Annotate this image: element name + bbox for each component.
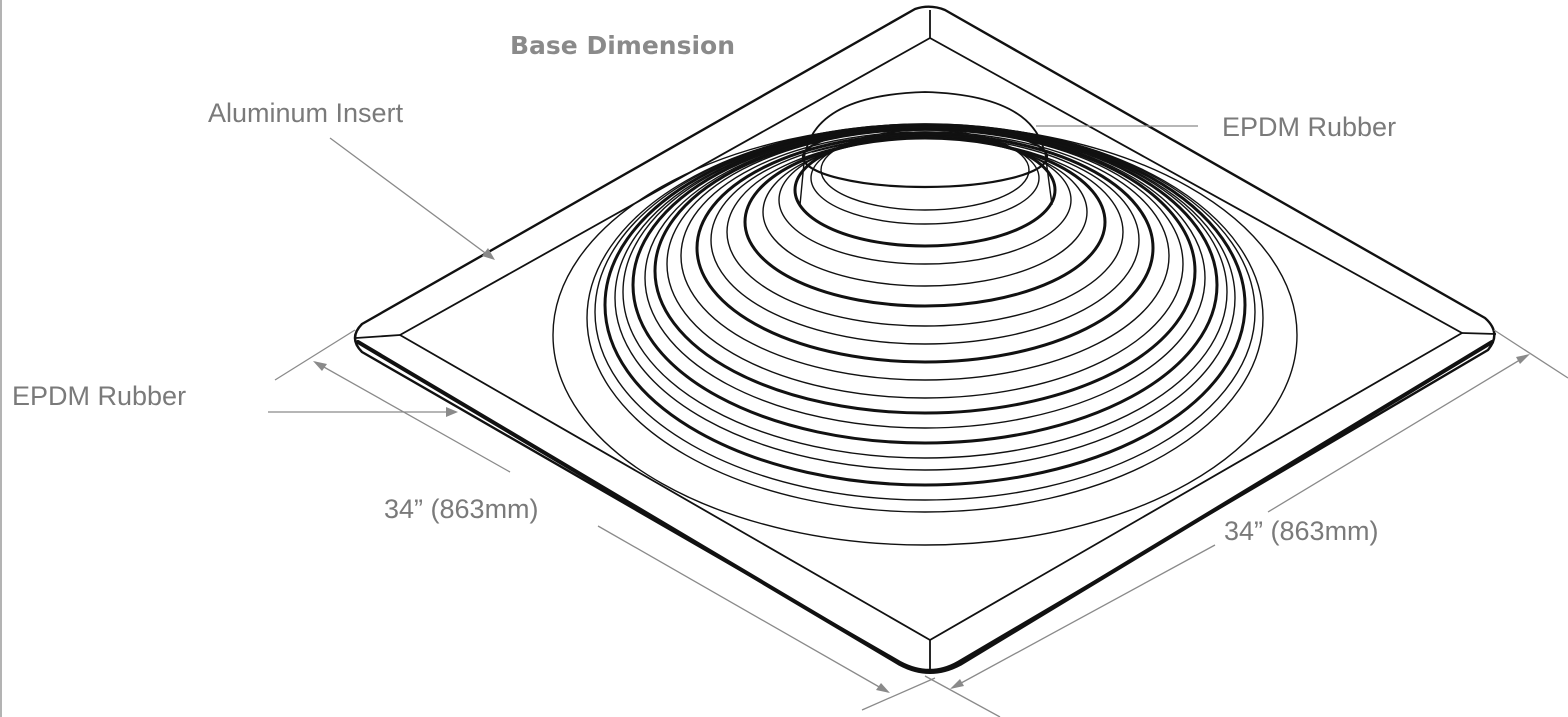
cone-side-right [1044, 151, 1053, 206]
cone-top-dome [805, 91, 1045, 151]
corner-seam-left [355, 334, 401, 339]
cone-ring [603, 123, 1247, 487]
base-plate-bottom-thick-edge [356, 340, 1494, 674]
dim-left-extension-bottom [861, 677, 936, 711]
aluminum-insert-leader [329, 137, 493, 259]
cone-rings [552, 91, 1298, 546]
cone-ring [726, 137, 1124, 327]
cone-ring [810, 131, 1040, 225]
arrowhead-epdm-left [446, 407, 458, 417]
cone-ring [631, 125, 1219, 445]
cone-ring [695, 132, 1155, 364]
arrowhead-aluminum [482, 248, 495, 260]
dim-right-extension-bottom [924, 675, 1001, 717]
dimension-left-label: 34” (863mm) [384, 494, 539, 524]
epdm-rubber-top-label: EPDM Rubber [1222, 112, 1396, 142]
cone-ring [743, 136, 1107, 308]
cone-side-left [799, 151, 806, 206]
dim-left-line-a [314, 361, 511, 473]
dimension-right-label: 34” (863mm) [1224, 516, 1379, 546]
cone-ring [793, 132, 1057, 248]
arrowhead-right-top [1516, 354, 1530, 364]
dim-right-extension-top [1493, 329, 1568, 379]
dim-right-line-b [951, 544, 1216, 689]
dim-left-extension-top [274, 329, 356, 381]
arrowhead-right-bottom [950, 679, 964, 689]
cone-top-rim [811, 135, 1037, 153]
dim-left-line-b [597, 525, 889, 693]
cone-ring [820, 129, 1030, 211]
diagram-title: Base Dimension [510, 31, 735, 60]
epdm-rubber-left-label: EPDM Rubber [12, 381, 186, 411]
base-plate [353, 5, 1496, 674]
corner-seam-right [1461, 332, 1497, 335]
aluminum-insert [355, 10, 1497, 670]
cone-top-opening [801, 125, 1049, 189]
arrowhead-left-bottom [876, 683, 890, 693]
base-plate-outer-edge [353, 5, 1496, 672]
cone-ring [680, 131, 1170, 381]
annotations [268, 125, 1568, 717]
aluminum-insert-label: Aluminum Insert [208, 98, 404, 128]
arrowhead-left-top [313, 361, 327, 371]
cone-ring [653, 127, 1197, 415]
dim-right-line-a [1267, 354, 1529, 513]
cone-ring [762, 137, 1088, 287]
dimension-arrowheads [313, 248, 1530, 693]
